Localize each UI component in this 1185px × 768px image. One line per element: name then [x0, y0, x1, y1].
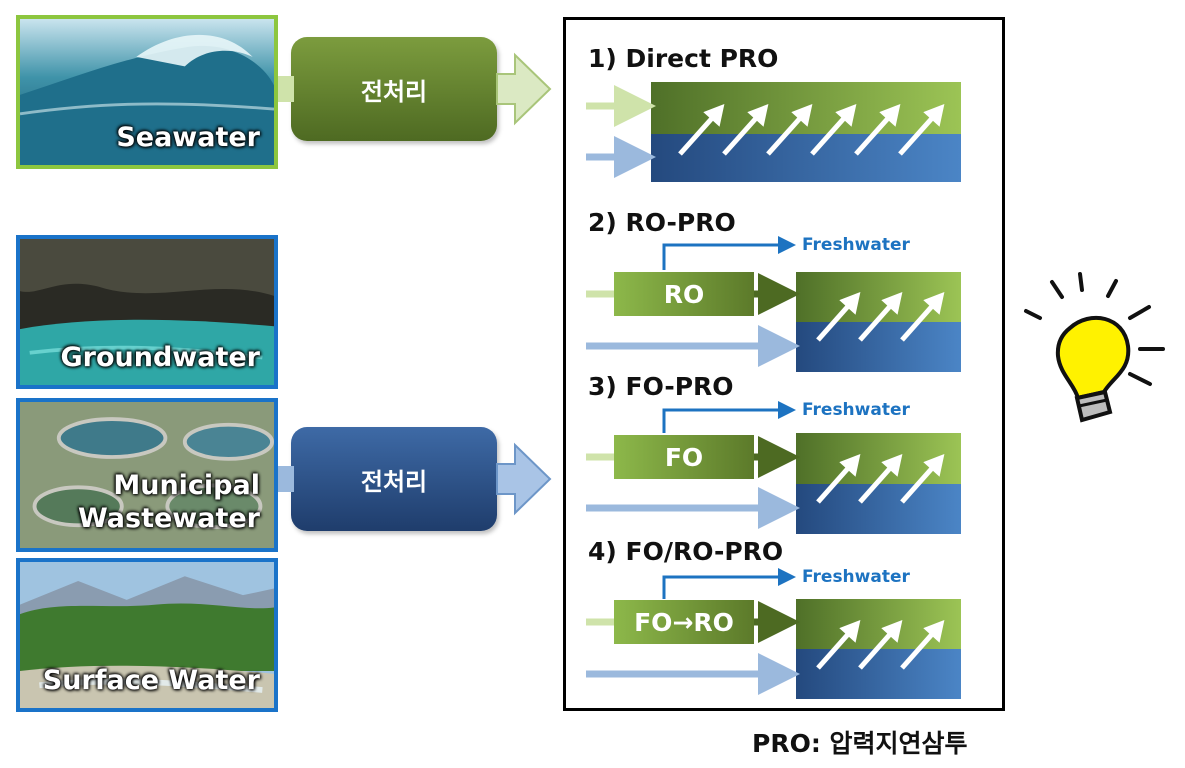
seawater-label: Seawater	[116, 122, 260, 154]
fo-ro-unit-box: FO→RO	[614, 600, 754, 644]
river-illustration	[20, 562, 274, 708]
seawater-source-image: Seawater	[16, 15, 278, 169]
municipal-wastewater-source-image: Municipal Wastewater	[16, 398, 278, 552]
pretreatment-box-seawater: 전처리	[291, 37, 497, 141]
treatment-plant-illustration	[20, 402, 274, 548]
pro-process-panel	[563, 17, 1005, 711]
cave-illustration	[20, 239, 274, 385]
process-1-title: 1) Direct PRO	[588, 44, 779, 73]
groundwater-label: Groundwater	[60, 342, 261, 374]
process-3-title: 3) FO-PRO	[588, 372, 734, 401]
process-4-freshwater-label: Freshwater	[802, 567, 910, 587]
process-2-freshwater-label: Freshwater	[802, 235, 910, 255]
fo-unit-box: FO	[614, 435, 754, 479]
pretreatment-box-freshwater-sources: 전처리	[291, 427, 497, 531]
wave-illustration	[20, 19, 274, 165]
groundwater-source-image: Groundwater	[16, 235, 278, 389]
lightbulb-icon	[1024, 272, 1165, 423]
process-4-title: 4) FO/RO-PRO	[588, 537, 784, 566]
ro-unit-box: RO	[614, 272, 754, 316]
municipal-wastewater-label: Municipal Wastewater	[77, 469, 260, 535]
process-2-title: 2) RO-PRO	[588, 208, 736, 237]
pro-definition-footnote: PRO: 압력지연삼투	[752, 729, 968, 758]
surface-water-source-image: Surface Water	[16, 558, 278, 712]
surface-water-label: Surface Water	[42, 665, 260, 697]
process-3-freshwater-label: Freshwater	[802, 400, 910, 420]
